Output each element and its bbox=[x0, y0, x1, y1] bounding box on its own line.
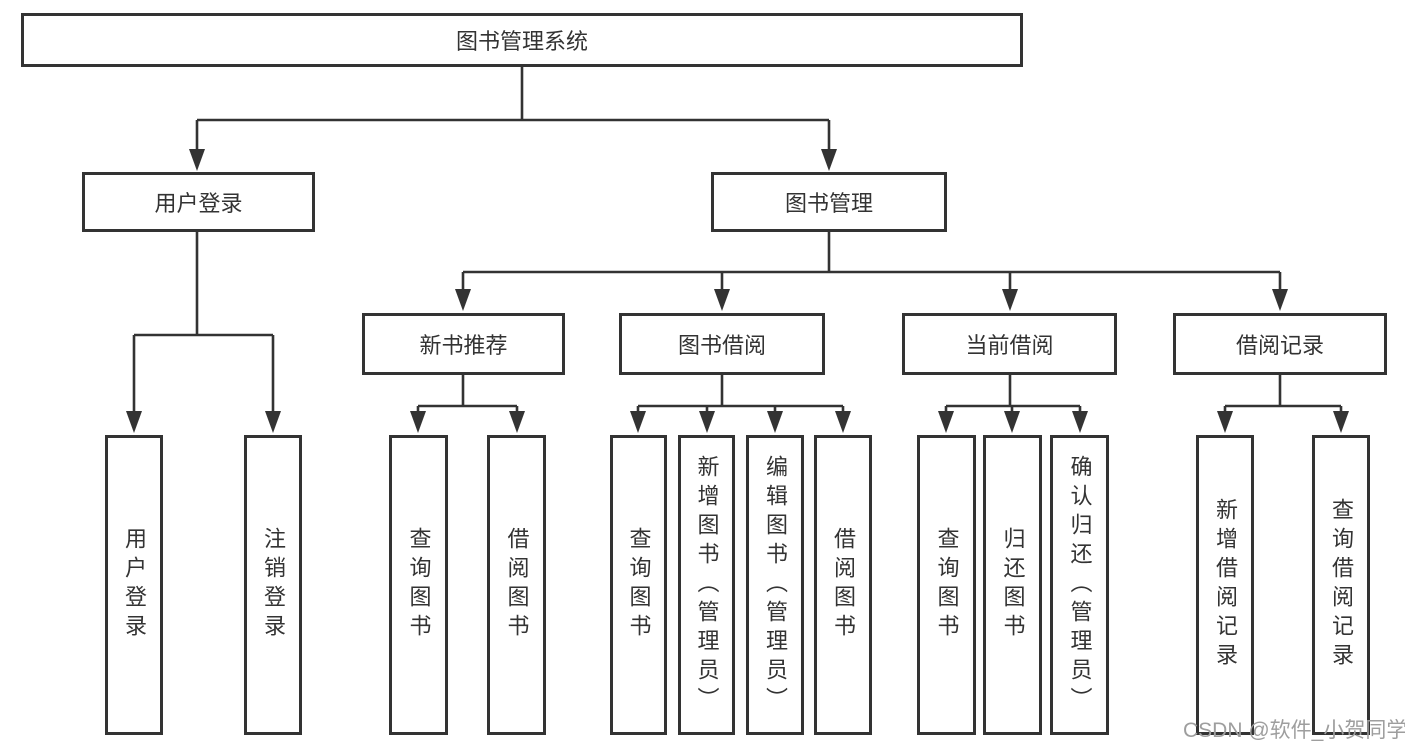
node-label: 用户登录 bbox=[154, 191, 243, 216]
node-label: 借阅图书 bbox=[504, 527, 530, 643]
arrowhead bbox=[189, 149, 205, 171]
leaf-query-borrow-record: 查询借阅记录 bbox=[1312, 435, 1370, 735]
leaf-add-borrow-record: 新增借阅记录 bbox=[1196, 435, 1254, 735]
node-label: 图书借阅 bbox=[677, 333, 766, 358]
arrowhead bbox=[1333, 411, 1349, 433]
arrowhead bbox=[265, 411, 281, 433]
arrowhead bbox=[509, 411, 525, 433]
arrowhead bbox=[1072, 411, 1088, 433]
node-label: 编辑图书（管理员） bbox=[763, 454, 788, 716]
node-label: 查询图书 bbox=[934, 527, 960, 643]
node-label: 查询借阅记录 bbox=[1329, 498, 1354, 672]
node-label: 归还图书 bbox=[1000, 527, 1026, 643]
arrowhead bbox=[126, 411, 142, 433]
leaf-borrow-books: 借阅图书 bbox=[814, 435, 872, 735]
node-book-management: 图书管理 bbox=[711, 172, 947, 232]
node-label: 新书推荐 bbox=[419, 333, 508, 358]
node-user-login: 用户登录 bbox=[82, 172, 315, 232]
arrowhead bbox=[1217, 411, 1233, 433]
arrowhead bbox=[630, 411, 646, 433]
node-label: 用户登录 bbox=[122, 527, 147, 643]
leaf-logout: 注销登录 bbox=[244, 435, 302, 735]
leaf-query-books: 查询图书 bbox=[917, 435, 976, 735]
node-book-borrow: 图书借阅 bbox=[619, 313, 825, 375]
node-label: 当前借阅 bbox=[965, 333, 1054, 358]
node-label: 注销登录 bbox=[261, 527, 286, 643]
leaf-edit-books-admin: 编辑图书（管理员） bbox=[746, 435, 804, 735]
leaf-return-books: 归还图书 bbox=[983, 435, 1042, 735]
arrowhead bbox=[1004, 411, 1020, 433]
arrowhead bbox=[835, 411, 851, 433]
arrowhead bbox=[821, 149, 837, 171]
node-label: 查询图书 bbox=[406, 527, 432, 643]
leaf-add-books-admin: 新增图书（管理员） bbox=[678, 435, 735, 735]
arrowhead bbox=[455, 289, 471, 311]
arrowhead bbox=[699, 411, 715, 433]
leaf-user-login: 用户登录 bbox=[105, 435, 163, 735]
node-label: 新增图书（管理员） bbox=[694, 454, 720, 716]
node-new-book-recommend: 新书推荐 bbox=[362, 313, 565, 375]
node-label: 图书管理 bbox=[784, 191, 873, 216]
node-label: 新增借阅记录 bbox=[1213, 498, 1238, 672]
node-borrow-record: 借阅记录 bbox=[1173, 313, 1387, 375]
arrowhead bbox=[714, 289, 730, 311]
leaf-query-books: 查询图书 bbox=[389, 435, 448, 735]
node-current-borrow: 当前借阅 bbox=[902, 313, 1117, 375]
node-label: 图书管理系统 bbox=[455, 29, 588, 54]
arrowhead bbox=[1272, 289, 1288, 311]
arrowhead bbox=[938, 411, 954, 433]
node-label: 查询图书 bbox=[626, 527, 652, 643]
node-label: 借阅记录 bbox=[1235, 333, 1324, 358]
arrowhead bbox=[1002, 289, 1018, 311]
leaf-confirm-return-admin: 确认归还（管理员） bbox=[1050, 435, 1109, 735]
leaf-query-books: 查询图书 bbox=[610, 435, 667, 735]
arrowhead bbox=[410, 411, 426, 433]
csdn-watermark: CSDN @软件_小贺同学 bbox=[1183, 719, 1405, 742]
node-label: 确认归还（管理员） bbox=[1067, 454, 1093, 716]
node-root-system: 图书管理系统 bbox=[21, 13, 1023, 67]
leaf-borrow-books: 借阅图书 bbox=[487, 435, 546, 735]
node-label: 借阅图书 bbox=[831, 527, 856, 643]
arrowhead bbox=[767, 411, 783, 433]
